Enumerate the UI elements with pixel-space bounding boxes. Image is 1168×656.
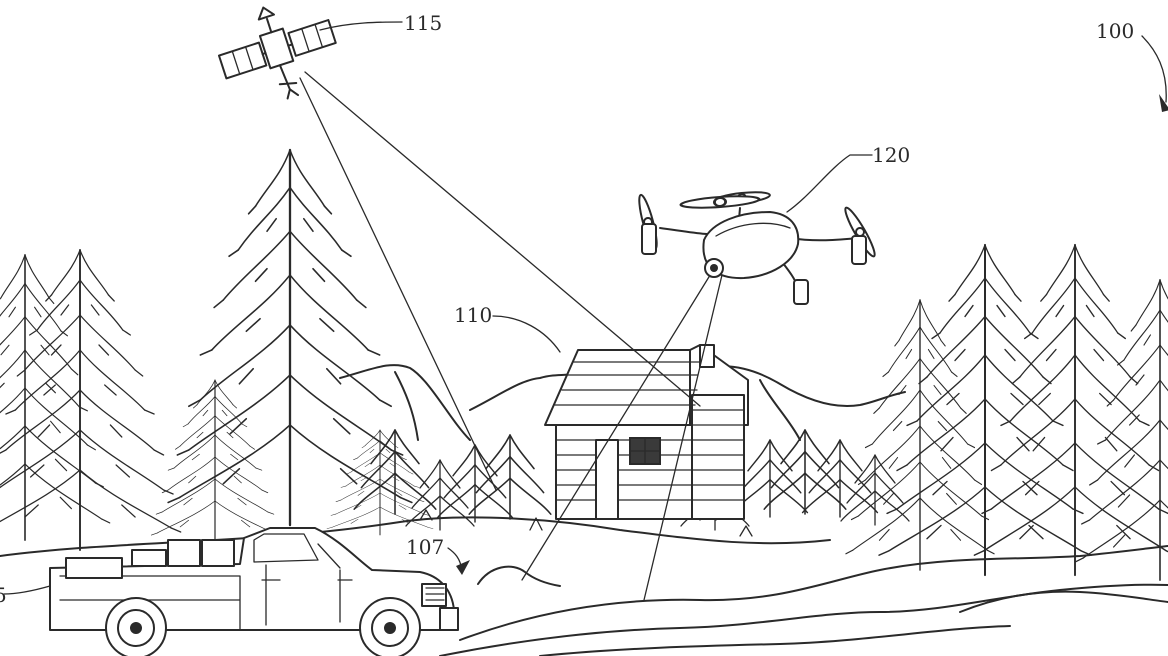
label-cabin: 110 <box>454 303 492 327</box>
label-drone: 120 <box>872 143 910 167</box>
signal-lines <box>299 71 723 601</box>
mountain-range <box>339 364 906 441</box>
leader-lines <box>3 21 1168 595</box>
label-vehicle: 5 <box>0 583 7 607</box>
reference-labels: 115 120 110 107 100 5 <box>0 11 1134 607</box>
right-trees <box>844 243 1168 581</box>
label-marker: 107 <box>406 535 444 559</box>
label-satellite: 115 <box>404 11 442 35</box>
pickup-truck <box>49 527 459 656</box>
cabin <box>544 344 749 520</box>
satellite <box>217 6 337 100</box>
drone <box>634 189 880 305</box>
label-system: 100 <box>1096 19 1134 43</box>
left-trees <box>0 148 434 551</box>
